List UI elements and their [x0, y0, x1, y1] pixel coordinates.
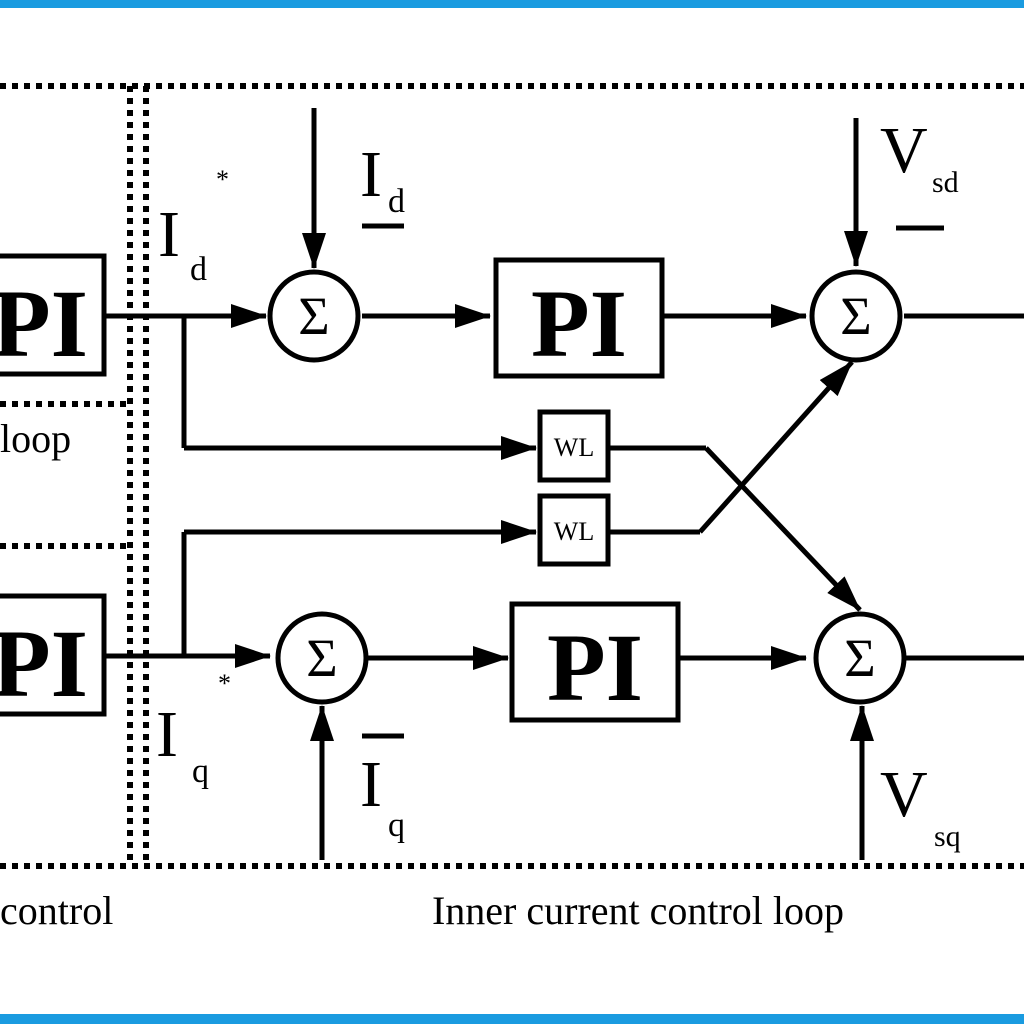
inner-pi-block-q	[509, 601, 681, 723]
sum-symbol-q-current: Σ	[306, 628, 337, 688]
sum-symbol-d-current: Σ	[298, 286, 329, 346]
label-vsd: V sd	[880, 114, 959, 231]
svg-text:I: I	[158, 198, 180, 271]
svg-text:*: *	[216, 165, 229, 194]
outer-pi-label-d: PI	[0, 270, 88, 377]
inner-loop-label: Inner current control loop	[432, 888, 844, 933]
svg-text:q: q	[388, 807, 405, 844]
svg-text:V: V	[880, 114, 928, 187]
svg-text:sd: sd	[932, 166, 959, 199]
signal-wires	[104, 108, 1024, 860]
inner-pi-block-d	[493, 257, 665, 379]
svg-text:I: I	[360, 138, 382, 211]
svg-text:sq: sq	[934, 820, 961, 853]
wl-block-upper	[537, 409, 611, 483]
svg-text:I: I	[360, 748, 382, 821]
svg-text:I: I	[156, 698, 178, 771]
wl-label-upper: WL	[554, 433, 594, 462]
top-frame-line	[0, 0, 1024, 8]
outer-control-fragment-label: control	[0, 888, 113, 933]
sum-junction-q-voltage	[813, 611, 907, 705]
inner-pi-label-q: PI	[547, 614, 643, 721]
svg-text:d: d	[190, 251, 207, 288]
outer-pi-label-q: PI	[0, 610, 88, 717]
label-vsq: V sq	[880, 758, 961, 853]
sum-junction-d-current	[267, 269, 361, 363]
wl-label-lower: WL	[554, 517, 594, 546]
sum-junction-q-current	[275, 611, 369, 705]
bottom-frame-line	[0, 1014, 1024, 1024]
sum-junction-d-voltage	[809, 269, 903, 363]
svg-text:d: d	[388, 183, 405, 220]
label-id-meas: I d	[360, 138, 405, 229]
svg-text:*: *	[218, 669, 231, 698]
svg-text:q: q	[192, 753, 209, 790]
wl-block-lower	[537, 493, 611, 567]
label-iq-meas: I q	[360, 733, 405, 844]
sum-symbol-d-voltage: Σ	[840, 286, 871, 346]
sum-symbol-q-voltage: Σ	[844, 628, 875, 688]
outer-pi-block-d	[0, 253, 107, 377]
inner-pi-label-d: PI	[531, 270, 627, 377]
label-iq-ref: I q *	[156, 669, 231, 790]
label-id-ref: I d *	[158, 165, 229, 288]
dashed-boundaries	[0, 83, 1024, 869]
outer-loop-fragment-label: loop	[0, 416, 71, 461]
svg-text:V: V	[880, 758, 928, 831]
